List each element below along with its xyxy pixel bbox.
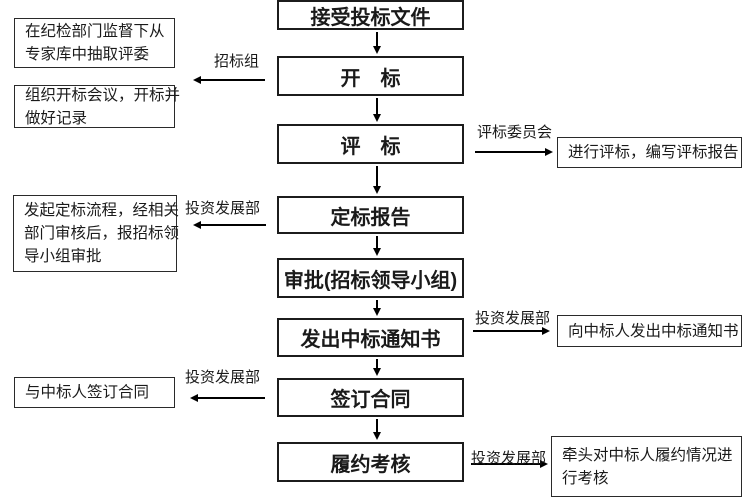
note-line: 进行评标，编写评标报告 xyxy=(568,144,739,161)
flow-arrow-left-icon xyxy=(190,394,265,402)
flow-step-issue-award-notice: 发出中标通知书 xyxy=(277,318,464,357)
flow-step-bid-evaluation: 评 标 xyxy=(277,124,464,164)
flow-arrow-down-icon xyxy=(373,419,381,440)
note-evaluation-report: 进行评标，编写评标报告 xyxy=(557,137,742,168)
note-line: 牵头对中标人履约情况进 xyxy=(562,446,733,464)
note-line: 专家库中抽取评委 xyxy=(25,46,150,63)
flow-step-performance-assessment: 履约考核 xyxy=(277,442,464,482)
flow-arrow-right-icon xyxy=(473,327,550,335)
flow-arrow-left-icon xyxy=(193,76,265,84)
connector-label-invest-dev-notice: 投资发展部 xyxy=(475,311,551,327)
note-line: 组织开标会议，开标并 xyxy=(25,86,181,104)
note-line: 发起定标流程，经相关 xyxy=(24,202,180,219)
flow-step-bid-opening: 开 标 xyxy=(277,56,464,96)
flow-step-accept-bid-documents: 接受投标文件 xyxy=(277,0,464,30)
flow-step-award-report: 定标报告 xyxy=(277,196,464,234)
note-bid-opening-meeting: 组织开标会议，开标并 做好记录 xyxy=(14,85,181,128)
flow-step-approval-leading-group: 审批(招标领导小组) xyxy=(277,258,464,298)
flow-step-sign-contract: 签订合同 xyxy=(277,378,464,417)
flow-arrow-down-icon xyxy=(373,166,381,194)
flow-arrow-down-icon xyxy=(373,359,381,376)
flow-arrow-down-icon xyxy=(373,300,381,316)
note-line: 导小组审批 xyxy=(24,248,102,265)
connector-label-invest-dev-report: 投资发展部 xyxy=(185,201,261,217)
flow-arrow-right-icon xyxy=(471,460,548,468)
flow-arrow-down-icon xyxy=(373,32,381,54)
note-award-process: 发起定标流程，经相关 部门审核后，报招标领 导小组审批 xyxy=(13,195,180,272)
note-sign-contract-with-winner: 与中标人签订合同 xyxy=(14,377,175,408)
note-line: 行考核 xyxy=(562,469,609,487)
note-performance-check: 牵头对中标人履约情况进 行考核 xyxy=(551,436,742,497)
note-line: 部门审核后，报招标领 xyxy=(24,225,180,242)
note-expert-selection: 在纪检部门监督下从 专家库中抽取评委 xyxy=(14,18,175,68)
flow-arrow-down-icon xyxy=(373,98,381,122)
connector-label-eval-committee: 评标委员会 xyxy=(477,125,553,141)
note-line: 向中标人发出中标通知书 xyxy=(568,322,739,340)
note-line: 与中标人签订合同 xyxy=(25,384,150,401)
flow-arrow-down-icon xyxy=(373,236,381,256)
connector-label-bid-group: 招标组 xyxy=(214,54,260,70)
note-send-award-notice: 向中标人发出中标通知书 xyxy=(557,315,742,347)
connector-label-invest-dev-assess: 投资发展部 xyxy=(471,451,547,467)
note-line: 做好记录 xyxy=(25,109,88,127)
note-line: 在纪检部门监督下从 xyxy=(25,23,165,40)
flow-arrow-right-icon xyxy=(475,148,553,156)
connector-label-invest-dev-contract: 投资发展部 xyxy=(185,370,261,386)
flow-arrow-left-icon xyxy=(193,221,266,229)
